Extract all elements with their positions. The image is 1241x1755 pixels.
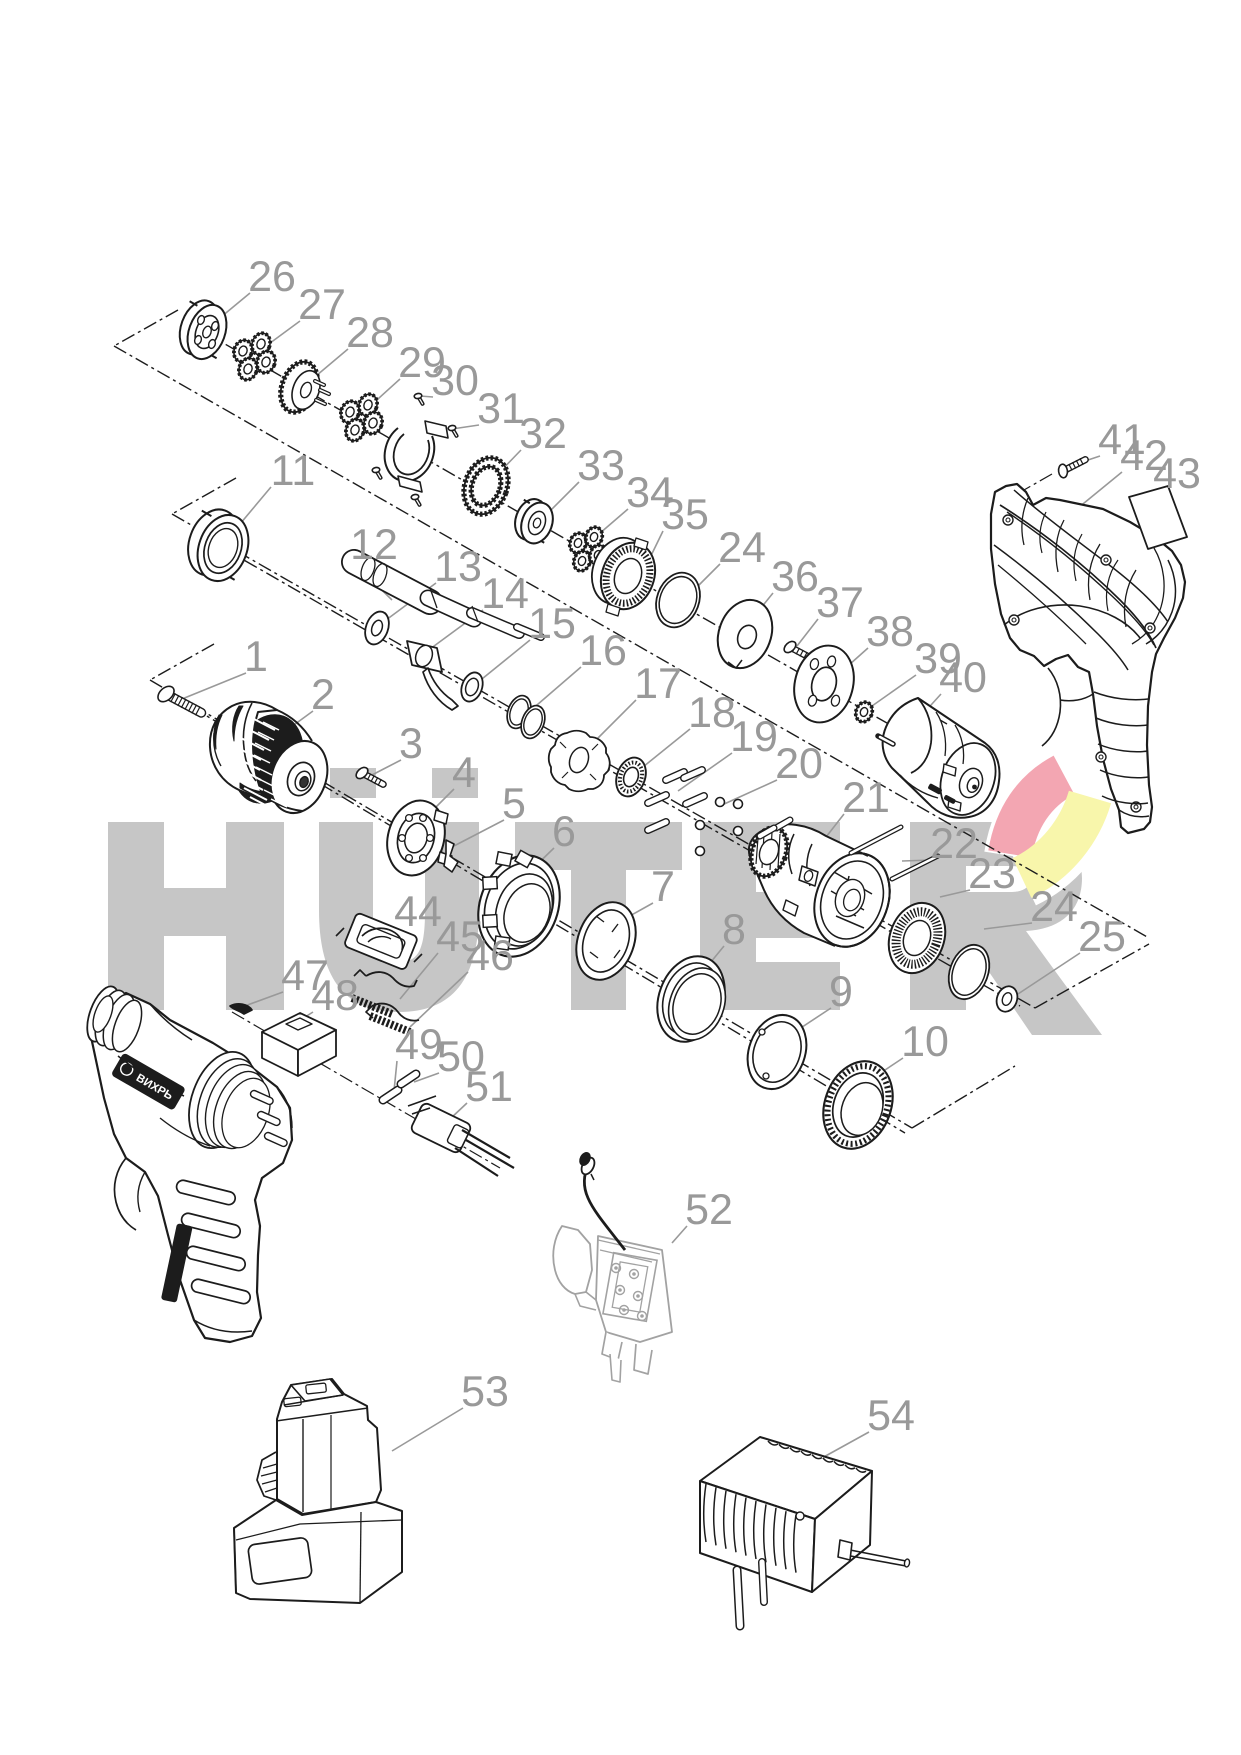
svg-text:50: 50 xyxy=(437,1033,485,1081)
svg-text:24: 24 xyxy=(718,524,766,572)
svg-text:53: 53 xyxy=(461,1368,509,1416)
svg-text:5: 5 xyxy=(502,780,526,828)
svg-text:35: 35 xyxy=(661,491,709,539)
svg-text:40: 40 xyxy=(939,654,987,702)
svg-text:3: 3 xyxy=(399,720,423,768)
svg-text:47: 47 xyxy=(281,952,329,1000)
svg-text:22: 22 xyxy=(930,820,978,868)
svg-text:51: 51 xyxy=(465,1063,513,1111)
svg-text:33: 33 xyxy=(577,442,625,490)
svg-text:8: 8 xyxy=(722,906,746,954)
svg-text:2: 2 xyxy=(311,671,335,719)
svg-text:37: 37 xyxy=(816,579,864,627)
svg-text:19: 19 xyxy=(730,713,778,761)
svg-text:27: 27 xyxy=(298,281,346,329)
svg-text:29: 29 xyxy=(398,339,446,387)
svg-text:36: 36 xyxy=(771,553,819,601)
svg-text:15: 15 xyxy=(528,600,576,648)
svg-text:45: 45 xyxy=(436,913,484,961)
svg-text:17: 17 xyxy=(634,660,682,708)
svg-text:39: 39 xyxy=(914,635,962,683)
svg-text:38: 38 xyxy=(866,608,914,656)
svg-text:10: 10 xyxy=(901,1018,949,1066)
svg-text:20: 20 xyxy=(775,740,823,788)
svg-text:32: 32 xyxy=(519,410,567,458)
svg-text:9: 9 xyxy=(829,968,853,1016)
svg-text:31: 31 xyxy=(477,385,525,433)
svg-text:24: 24 xyxy=(1030,883,1078,931)
svg-text:13: 13 xyxy=(434,543,482,591)
svg-text:43: 43 xyxy=(1153,450,1201,498)
svg-text:52: 52 xyxy=(685,1186,733,1234)
svg-text:23: 23 xyxy=(968,850,1016,898)
svg-text:4: 4 xyxy=(452,749,476,797)
svg-text:16: 16 xyxy=(579,627,627,675)
svg-text:41: 41 xyxy=(1098,416,1146,464)
svg-text:54: 54 xyxy=(867,1392,915,1440)
svg-text:44: 44 xyxy=(394,888,442,936)
svg-text:14: 14 xyxy=(481,570,529,618)
svg-text:48: 48 xyxy=(311,972,359,1020)
svg-text:28: 28 xyxy=(346,309,394,357)
svg-text:18: 18 xyxy=(688,689,736,737)
svg-text:25: 25 xyxy=(1078,913,1126,961)
svg-text:30: 30 xyxy=(431,357,479,405)
svg-text:11: 11 xyxy=(271,447,316,495)
svg-text:42: 42 xyxy=(1120,432,1168,480)
svg-text:6: 6 xyxy=(552,808,576,856)
svg-text:46: 46 xyxy=(466,932,514,980)
svg-text:1: 1 xyxy=(244,633,268,681)
svg-text:49: 49 xyxy=(395,1021,443,1069)
svg-text:7: 7 xyxy=(651,863,675,911)
svg-text:34: 34 xyxy=(626,469,674,517)
svg-text:26: 26 xyxy=(248,253,296,301)
svg-text:21: 21 xyxy=(842,774,890,822)
svg-text:12: 12 xyxy=(350,521,398,569)
